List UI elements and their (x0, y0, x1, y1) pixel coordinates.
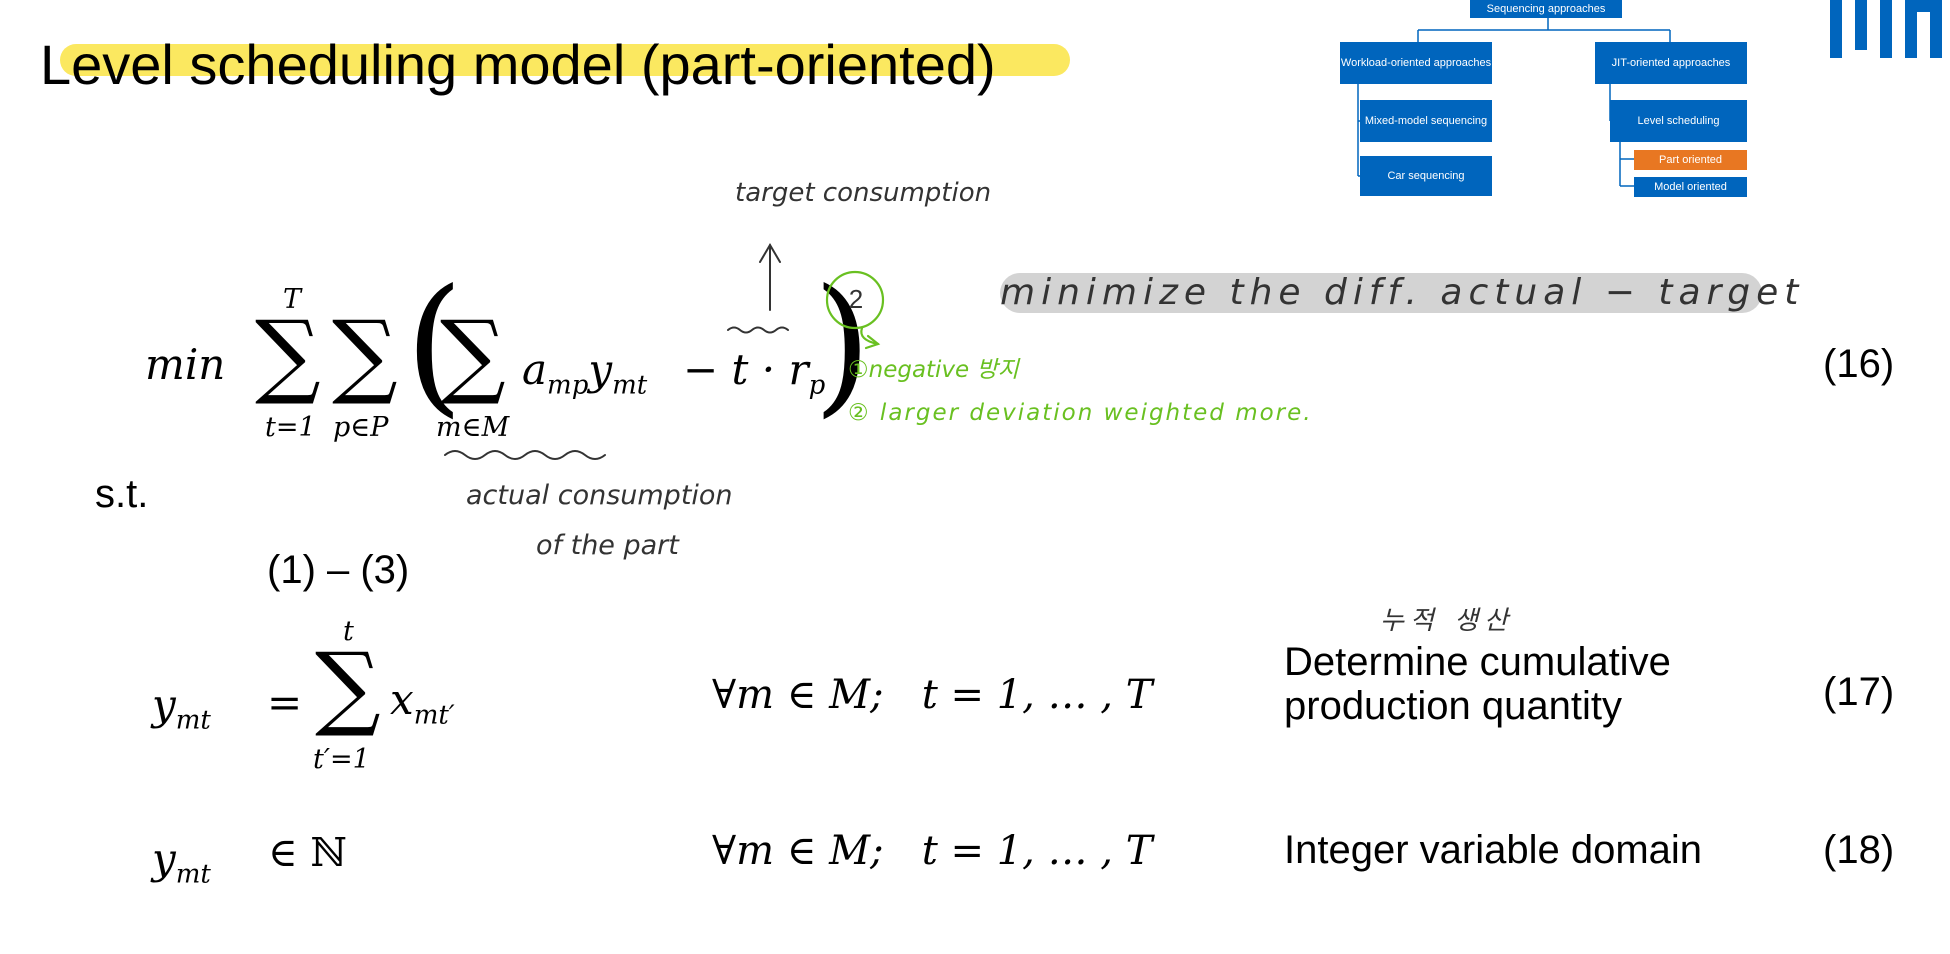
logo-bar (1855, 0, 1867, 50)
left-paren: ( (405, 258, 464, 432)
eq18-lhs-base: y (152, 834, 176, 883)
eq17-domain: ∀m ∈ M; t = 1, … , T (712, 672, 1153, 718)
target-term: − t · rp (683, 345, 825, 400)
annotation-korean-note: 누적 생산 (1380, 606, 1514, 636)
annotation-minimize: minimize the diff. actual − target (1000, 272, 1805, 313)
term-a-sub: mp (547, 370, 589, 401)
eq17-rhs-sub: mt′ (413, 700, 455, 731)
term-y-sub: mt (612, 370, 648, 401)
diagram-model-oriented-box: Model oriented (1634, 177, 1747, 197)
term-a-base: a (522, 345, 548, 394)
annotation-note-negative: ①negative 방지 (848, 357, 1019, 383)
target-term-base: − t · r (683, 345, 809, 394)
sum-m-lower: m∈M (436, 412, 510, 443)
diagram-car-sequencing-box: Car sequencing (1360, 156, 1492, 196)
annotation-target-consumption: target consumption (735, 178, 992, 208)
title-highlight (60, 44, 1070, 76)
eq17-description-line2: production quantity (1284, 684, 1623, 728)
diagram-mixed-model-box: Mixed-model sequencing (1360, 100, 1492, 142)
diagram-part-oriented-box: Part oriented (1634, 150, 1747, 170)
eq17-rhs: xmt′ (390, 675, 455, 730)
equation-number-16: (16) (1823, 342, 1895, 386)
eq17-lhs-sub: mt (175, 705, 211, 736)
eq18-relation: ∈ ℕ (268, 830, 347, 876)
diagram-level-scheduling-box: Level scheduling (1610, 100, 1747, 142)
term-y-base: y (588, 345, 613, 394)
eq18-lhs: ymt (152, 834, 211, 889)
eq17-description-line1: Determine cumulative (1284, 640, 1671, 684)
diagram-workload-box: Workload-oriented approaches (1340, 42, 1492, 84)
sum-p-lower: p∈P (333, 412, 389, 443)
logo-bar (1880, 0, 1892, 58)
annotation-note-weighted: ② larger deviation weighted more. (848, 400, 1313, 426)
sum-t-symbol: ∑ (255, 301, 321, 408)
eq17-sum-upper: t (343, 616, 354, 647)
equation-number-18: (18) (1823, 828, 1895, 872)
eq17-sum-symbol: ∑ (315, 633, 381, 740)
annotation-actual-consumption: actual consumption (466, 480, 733, 511)
logo-bar (1930, 0, 1942, 58)
eq17-sum-lower: t′=1 (313, 744, 370, 775)
eq18-lhs-sub: mt (175, 859, 211, 890)
equation-number-17: (17) (1823, 670, 1895, 714)
page-title: Level scheduling model (part-oriented) (40, 33, 996, 96)
eq17-lhs: ymt (152, 680, 211, 735)
eq17-equals: = (267, 678, 303, 727)
sum-t-upper: T (283, 284, 302, 315)
sum-t-lower: t=1 (265, 412, 316, 443)
target-term-sub: p (808, 370, 826, 401)
eq17-description: Determine cumulative production quantity (1284, 640, 1671, 728)
min-keyword: min (145, 340, 226, 389)
right-paren: ) (813, 258, 872, 432)
sum-p-symbol: ∑ (332, 301, 398, 408)
sum-m-symbol: ∑ (440, 301, 506, 408)
annotation-of-the-part: of the part (536, 530, 679, 561)
logo-bar (1905, 0, 1942, 12)
subject-to-label: s.t. (95, 472, 149, 516)
annotation-circle-number: 2 (848, 284, 864, 314)
logo-bar (1905, 0, 1917, 58)
eq17-rhs-base: x (390, 675, 414, 724)
logo-bar (1830, 0, 1842, 58)
eq18-domain: ∀m ∈ M; t = 1, … , T (712, 828, 1153, 874)
constraint-reference: (1) – (3) (267, 548, 410, 592)
term-a: ampymt (522, 345, 647, 400)
eq18-description: Integer variable domain (1284, 828, 1703, 872)
eq17-lhs-base: y (152, 680, 176, 729)
diagram-root-box: Sequencing approaches (1470, 0, 1622, 18)
diagram-jit-box: JIT-oriented approaches (1595, 42, 1747, 84)
